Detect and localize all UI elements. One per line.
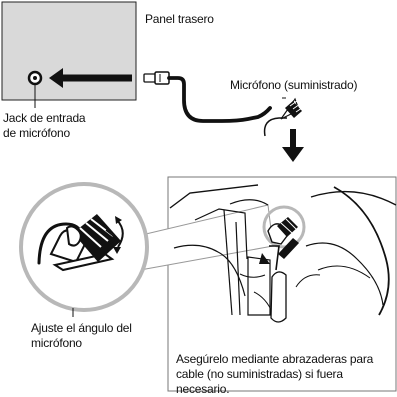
microphone-jack-label-line-2: de micrófono <box>3 126 70 140</box>
zoom-microphone-icon <box>65 213 121 262</box>
microphone-cable <box>167 76 272 123</box>
rotate-arrow-icon <box>105 216 124 254</box>
plug-icon <box>143 71 170 85</box>
cable-clamp-note-line-1: Asegúrelo mediante abrazaderas para <box>176 352 374 366</box>
microphone-jack-label: Jack de entrada de micrófono <box>3 111 103 141</box>
adjust-angle-label-line-2: micrófono <box>31 336 82 350</box>
cable-clamp-note: Asegúrelo mediante abrazaderas para cabl… <box>176 352 396 397</box>
arrow-down-icon <box>282 129 304 162</box>
rear-panel <box>1 1 137 101</box>
microphone-jack-label-line-1: Jack de entrada <box>3 111 86 125</box>
adjust-angle-label-line-1: Ajuste el ángulo del <box>31 321 132 335</box>
rear-panel-label: Panel trasero <box>145 12 214 26</box>
cable-clamp-note-line-2: cable (no suministradas) si fuera necesa… <box>176 367 343 396</box>
installation-frame <box>167 176 397 392</box>
microphone-jack-hole <box>33 76 37 80</box>
arrow-left-icon <box>49 68 132 88</box>
microphone-icon <box>263 97 303 137</box>
car-interior-sketch <box>169 184 397 323</box>
adjust-angle-label: Ajuste el ángulo del micrófono <box>31 321 161 351</box>
supplied-microphone-label: Micrófono (suministrado) <box>230 78 358 92</box>
